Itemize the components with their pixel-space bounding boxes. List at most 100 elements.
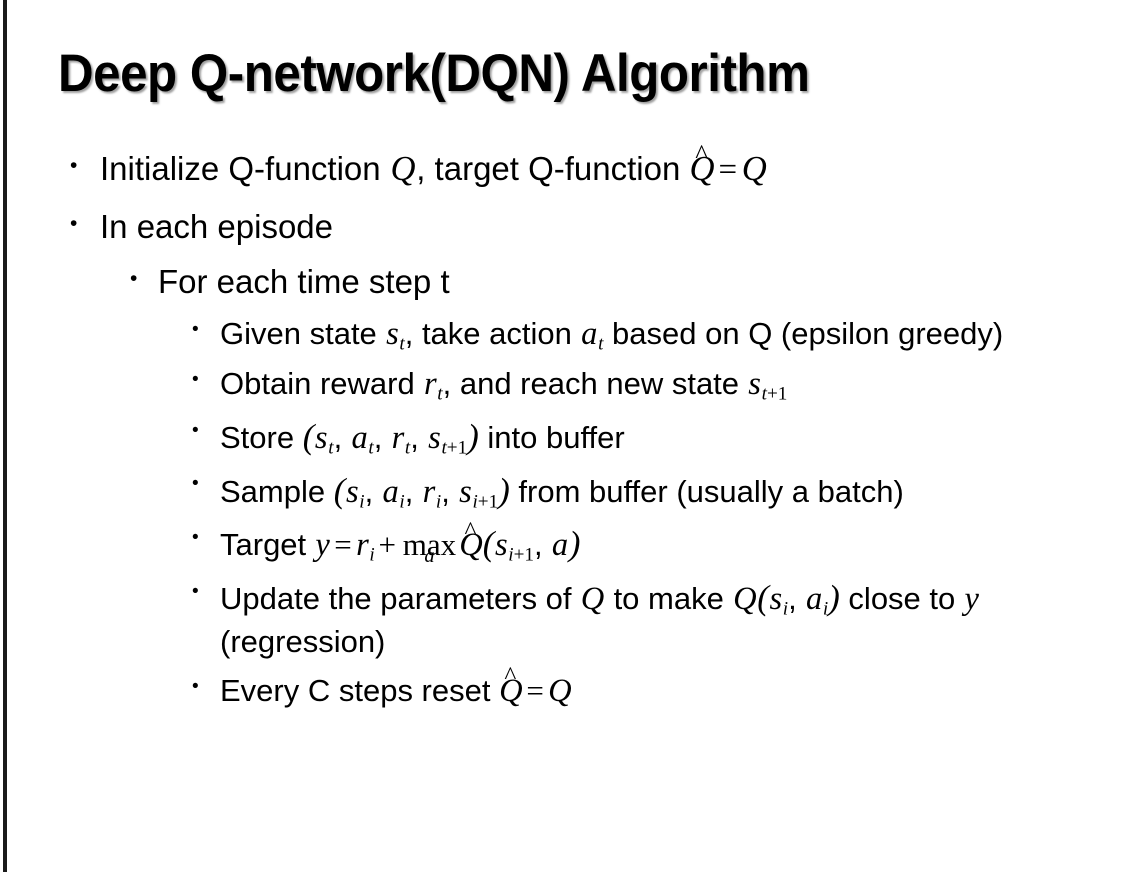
bullet-initialize: • Initialize Q-function Q, target Q-func… [0,139,1124,192]
text-segment: , [404,473,422,509]
bullet-obtain-reward: • Obtain reward rt, and reach new state … [0,363,1124,407]
bullet-store-transition: • Store (st, at, rt, st+1) into buffer [0,414,1124,461]
bullet-given-state: • Given state st, take action at based o… [0,313,1124,357]
text-segment: , target Q-function [416,150,690,187]
math-right-paren: ) [467,417,479,457]
math-var-q-base: Q [459,527,483,564]
math-subscript-i: i [359,491,365,513]
math-subscript-t-plus-1: t+1 [441,437,467,458]
math-subscript-t: t [368,437,374,459]
math-var-s: s [769,580,783,617]
slide-body: • Initialize Q-function Q, target Q-func… [0,139,1124,721]
math-var-r: r [423,366,437,403]
text-segment: (regression) [220,624,386,660]
math-var-s-next: s [459,473,472,510]
math-right-paren: ) [498,470,510,510]
math-var-s: s [494,527,508,564]
bullet-update-parameters-text: Update the parameters of Q to make Q(si,… [220,575,1104,663]
math-subscript-t: t [328,437,334,459]
slide-left-accent-rule [3,0,7,872]
math-subscript-t: t [404,437,411,459]
math-subscript-i: i [435,491,442,513]
math-var-r: r [391,420,405,457]
text-segment: based on Q (epsilon greedy) [603,315,1004,351]
math-var-q-hat: ^Q [499,662,523,714]
hat-accent-icon: ^ [695,138,708,169]
subscript-italic-part: i [472,491,478,513]
bullet-update-parameters: • Update the parameters of Q to make Q(s… [0,575,1124,663]
bullet-in-each-episode-text: In each episode [100,207,334,245]
bullet-for-each-time-step: • For each time step t [0,261,1124,303]
slide-title: Deep Q-network(DQN) Algorithm [58,44,810,103]
math-var-s-next: s [428,420,441,457]
text-segment: Target [220,527,315,563]
text-segment: into buffer [478,420,625,456]
bullet-reset-target-network: • Every C steps reset ^Q=Q [0,662,1124,714]
math-subscript-i: i [399,491,405,513]
math-equals: = [718,152,738,188]
math-max-underscript: a [424,545,435,568]
bullet-marker: • [130,267,138,291]
math-subscript-t: t [598,333,604,355]
subscript-upright-part: +1 [513,544,535,566]
math-max-label: max [402,527,457,563]
bullet-initialize-text: Initialize Q-function Q, target Q-functi… [100,139,1124,192]
math-var-r: r [356,527,369,564]
math-equals: = [334,527,352,563]
bullet-in-each-episode: • In each episode [0,206,1124,248]
bullet-marker: • [192,473,199,495]
math-var-q: Q [390,150,416,188]
hat-accent-icon: ^ [504,662,517,691]
math-subscript-t: t [437,383,443,405]
math-subscript-t-plus-1: t+1 [762,384,788,405]
math-subscript-i: i [782,598,789,620]
text-segment: from buffer (usually a batch) [509,473,904,509]
bullet-store-transition-text: Store (st, at, rt, st+1) into buffer [220,414,1104,461]
bullet-marker: • [192,675,199,697]
math-var-q-applied: Q [733,580,757,617]
text-segment: Given state [220,315,386,351]
bullet-for-each-time-step-text: For each time step t [158,263,450,301]
math-var-a: a [351,420,368,457]
bullet-marker: • [192,419,199,441]
math-var-q-target: Q [741,150,767,188]
math-plus: + [378,527,396,563]
text-segment: , [333,420,351,456]
math-var-y: y [964,580,979,617]
math-var-q: Q [548,673,572,709]
text-segment: , and reach new state [442,366,748,402]
text-segment: close to [839,580,964,616]
math-subscript-i-plus-1: i+1 [508,545,534,566]
math-var-a: a [551,527,569,564]
subscript-upright-part: +1 [766,383,788,405]
math-var-q-base: Q [499,673,523,709]
text-segment: , [534,527,552,563]
bullet-marker: • [192,318,199,340]
math-right-paren: ) [568,524,581,564]
math-var-q-hat: ^Q [459,517,483,568]
math-subscript-i: i [822,598,829,620]
text-segment: Initialize Q-function [100,150,390,187]
hat-accent-icon: ^ [464,516,477,545]
subscript-italic-part: t [761,383,767,405]
bullet-sample-batch-text: Sample (si, ai, ri, si+1) from buffer (u… [220,468,1104,515]
text-segment: Sample [220,473,334,509]
bullet-reset-target-network-text: Every C steps reset ^Q=Q [220,662,1104,714]
math-var-a: a [805,580,823,617]
math-var-s: s [345,473,359,510]
subscript-italic-part: i [508,544,514,566]
subscript-italic-part: t [441,437,447,459]
math-var-s: s [748,366,761,403]
bullet-marker: • [70,211,78,235]
math-var-r: r [422,473,436,510]
math-var-q-base: Q [689,150,715,188]
math-subscript-t: t [399,333,405,355]
bullet-obtain-reward-text: Obtain reward rt, and reach new state st… [220,363,1104,407]
math-left-paren: ( [333,470,346,510]
text-segment: , [373,420,391,456]
bullet-marker: • [192,369,199,391]
math-left-paren: ( [757,577,769,617]
